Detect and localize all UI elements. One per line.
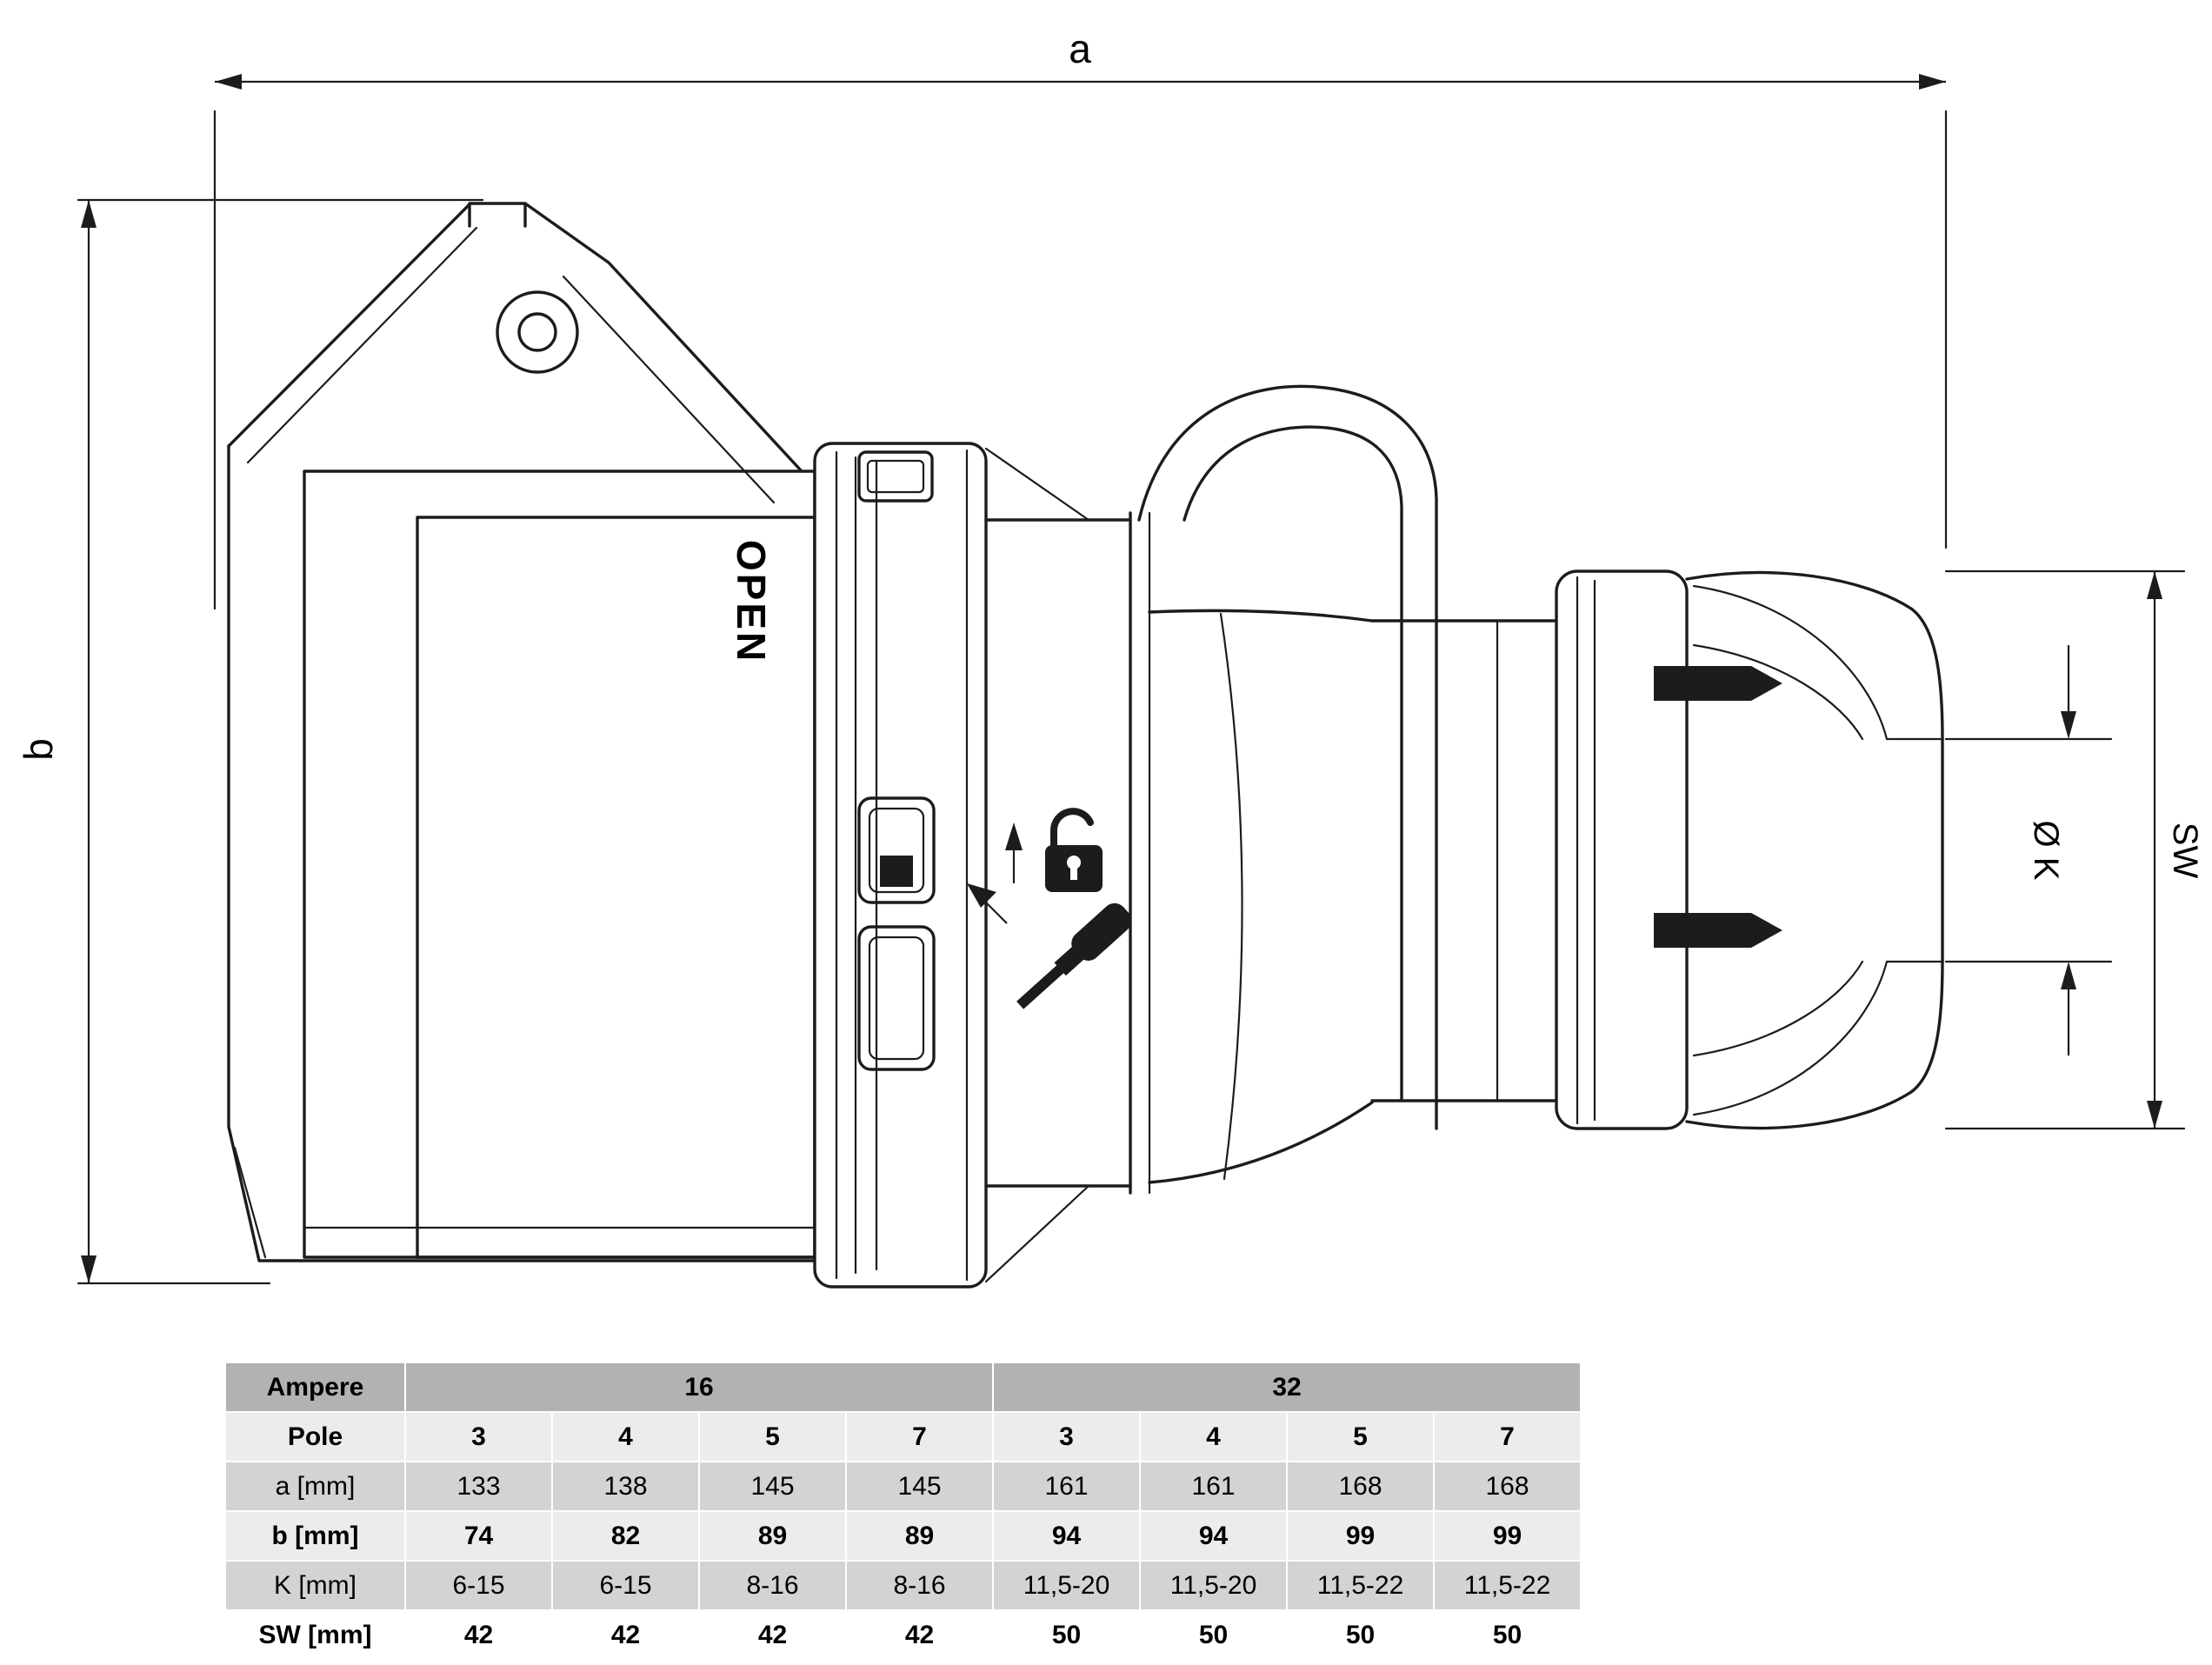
table-cell: 168	[1286, 1461, 1435, 1512]
table-cell: 3	[992, 1411, 1141, 1462]
table-cell: 6-15	[551, 1560, 700, 1611]
table-cell: 42	[404, 1609, 553, 1661]
table-cell: 89	[845, 1510, 994, 1562]
table-cell: 4	[551, 1411, 700, 1462]
arrow-diagonal-icon	[967, 883, 1008, 924]
table-row-sw: SW [mm] 42 42 42 42 50 50 50 50	[224, 1609, 1582, 1661]
table-cell: 94	[992, 1510, 1141, 1562]
table-cell: 99	[1286, 1510, 1435, 1562]
table-row-a: a [mm] 133 138 145 145 161 161 168 168	[224, 1461, 1582, 1512]
dim-a-label: a	[1069, 26, 1091, 71]
row-label-ampere: Ampere	[224, 1362, 406, 1413]
open-label: OPEN	[729, 540, 774, 663]
table-cell: 145	[845, 1461, 994, 1512]
dim-k-label: Ø K	[2027, 821, 2065, 881]
hinge-bracket	[496, 202, 803, 504]
dim-sw-label: SW	[2166, 823, 2204, 879]
table-cell: 161	[1139, 1461, 1288, 1512]
gland-nut	[1555, 569, 1689, 1130]
table-cell: 138	[551, 1461, 700, 1512]
table-cell: 50	[992, 1609, 1141, 1661]
neck-flange	[984, 447, 1151, 1283]
dim-b-label: b	[16, 738, 61, 761]
table-row-b: b [mm] 74 82 89 89 94 94 99 99	[224, 1510, 1582, 1562]
cable-spout	[1654, 570, 1944, 1130]
table-cell: 82	[551, 1510, 700, 1562]
table-row-k: K [mm] 6-15 6-15 8-16 8-16 11,5-20 11,5-…	[224, 1560, 1582, 1611]
table-cell: 11,5-20	[992, 1560, 1141, 1611]
dimension-table: Ampere 16 32 Pole 3 4 5 7 3 4 5 7 a [mm]…	[224, 1362, 1582, 1661]
table-row-pole: Pole 3 4 5 7 3 4 5 7	[224, 1411, 1582, 1462]
table-cell: 7	[845, 1411, 994, 1462]
dimension-b: b	[16, 198, 484, 1285]
unlock-instruction-icon	[967, 808, 1132, 1009]
dimension-a: a	[213, 26, 1948, 610]
table-cell: 6-15	[404, 1560, 553, 1611]
rear-cylinder	[1370, 619, 1558, 1102]
table-cell: 11,5-22	[1433, 1560, 1582, 1611]
table-cell: 5	[1286, 1411, 1435, 1462]
table-cell: 89	[698, 1510, 847, 1562]
row-label-k: K [mm]	[224, 1560, 406, 1611]
table-cell: 94	[1139, 1510, 1288, 1562]
table-cell: 8-16	[698, 1560, 847, 1611]
table-cell: 5	[698, 1411, 847, 1462]
table-cell: 11,5-20	[1139, 1560, 1288, 1611]
handle-grip	[1137, 384, 1438, 1184]
ampere-group-16: 16	[404, 1362, 994, 1413]
table-cell: 168	[1433, 1461, 1582, 1512]
arrow-up-icon	[1005, 823, 1023, 883]
row-label-b: b [mm]	[224, 1510, 406, 1562]
table-cell: 11,5-22	[1286, 1560, 1435, 1611]
row-label-a: a [mm]	[224, 1461, 406, 1512]
table-cell: 50	[1286, 1609, 1435, 1661]
table-cell: 7	[1433, 1411, 1582, 1462]
table-cell: 133	[404, 1461, 553, 1512]
table-cell: 42	[551, 1609, 700, 1661]
table-cell: 145	[698, 1461, 847, 1512]
table-cell: 8-16	[845, 1560, 994, 1611]
table-cell: 42	[845, 1609, 994, 1661]
table-cell: 50	[1139, 1609, 1288, 1661]
row-label-pole: Pole	[224, 1411, 406, 1462]
table-cell: 99	[1433, 1510, 1582, 1562]
table-cell: 3	[404, 1411, 553, 1462]
open-padlock-icon	[1045, 808, 1103, 892]
table-row-ampere: Ampere 16 32	[224, 1362, 1582, 1413]
table-cell: 161	[992, 1461, 1141, 1512]
table-cell: 74	[404, 1510, 553, 1562]
dimension-sw: SW	[1944, 569, 2204, 1130]
connector-outline: OPEN	[227, 202, 1944, 1289]
row-label-sw: SW [mm]	[224, 1609, 406, 1661]
table-cell: 50	[1433, 1609, 1582, 1661]
dimension-k: Ø K	[1944, 645, 2113, 1056]
ribbed-collar	[813, 442, 988, 1289]
table-cell: 4	[1139, 1411, 1288, 1462]
screwdriver-icon	[1016, 902, 1132, 1009]
ampere-group-32: 32	[992, 1362, 1582, 1413]
socket-cap	[227, 202, 816, 1262]
table-cell: 42	[698, 1609, 847, 1661]
